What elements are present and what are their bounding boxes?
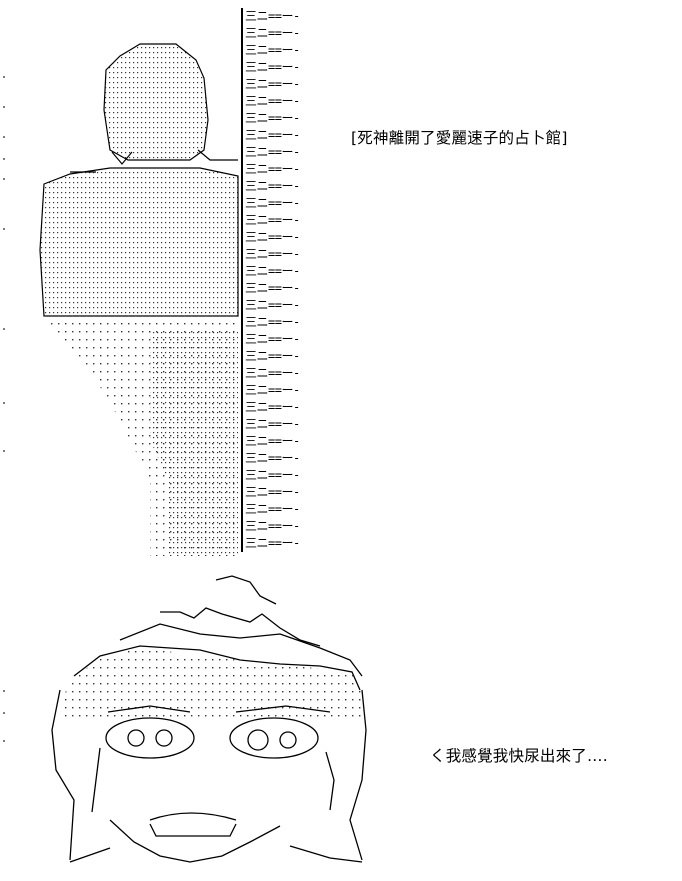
glyph-wall-line: 三ニ==ー‐ (241, 450, 311, 467)
margin-dot (3, 228, 5, 230)
glyph-wall-line: 三ニ==ー‐ (241, 518, 311, 535)
glyph-wall-line: 三ニ==ー‐ (241, 76, 311, 93)
glyph-wall-line: 三ニ==ー‐ (241, 93, 311, 110)
glyph-wall-line: 三ニ==ー‐ (241, 433, 311, 450)
glyph-wall-line: 三ニ==ー‐ (241, 331, 311, 348)
margin-dot (3, 328, 5, 330)
glyph-wall-line: 三ニ==ー‐ (241, 399, 311, 416)
glyph-wall-line: 三ニ==ー‐ (241, 314, 311, 331)
glyph-wall-line: 三ニ==ー‐ (241, 127, 311, 144)
glyph-wall-line: 三ニ==ー‐ (241, 416, 311, 433)
crying-face-figure-icon (51, 575, 367, 863)
glyph-wall-line: 三ニ==ー‐ (241, 297, 311, 314)
glyph-wall-line: 三ニ==ー‐ (241, 229, 311, 246)
glyph-wall-line: 三ニ==ー‐ (241, 212, 311, 229)
glyph-wall-line: 三ニ==ー‐ (241, 8, 311, 25)
glyph-wall: 三ニ==ー‐三ニ==ー‐三ニ==ー‐三ニ==ー‐三ニ==ー‐三ニ==ー‐三ニ==… (241, 8, 311, 552)
margin-dot (3, 402, 5, 404)
margin-dot (3, 178, 5, 180)
margin-dot (3, 740, 5, 742)
margin-dot (3, 712, 5, 714)
glyph-wall-line: 三ニ==ー‐ (241, 535, 311, 552)
glyph-wall-line: 三ニ==ー‐ (241, 467, 311, 484)
margin-dot (3, 136, 5, 138)
glyph-wall-line: 三ニ==ー‐ (241, 195, 311, 212)
glyph-wall-line: 三ニ==ー‐ (241, 484, 311, 501)
glyph-wall-line: 三ニ==ー‐ (241, 161, 311, 178)
caption-bottom: く我感覺我快尿出來了…. (430, 747, 608, 765)
margin-dot (3, 76, 5, 78)
hooded-figure-silhouette-icon (39, 43, 239, 556)
glyph-wall-line: 三ニ==ー‐ (241, 144, 311, 161)
margin-dot (3, 450, 5, 452)
glyph-wall-line: 三ニ==ー‐ (241, 382, 311, 399)
glyph-wall-line: 三ニ==ー‐ (241, 246, 311, 263)
margin-dot (3, 158, 5, 160)
glyph-wall-line: 三ニ==ー‐ (241, 501, 311, 518)
glyph-wall-line: 三ニ==ー‐ (241, 178, 311, 195)
glyph-wall-line: 三ニ==ー‐ (241, 263, 311, 280)
glyph-wall-line: 三ニ==ー‐ (241, 59, 311, 76)
margin-dot (3, 106, 5, 108)
glyph-wall-line: 三ニ==ー‐ (241, 365, 311, 382)
glyph-wall-line: 三ニ==ー‐ (241, 25, 311, 42)
margin-dots (3, 0, 9, 881)
glyph-wall-line: 三ニ==ー‐ (241, 348, 311, 365)
margin-dot (3, 690, 5, 692)
glyph-wall-line: 三ニ==ー‐ (241, 110, 311, 127)
glyph-wall-line: 三ニ==ー‐ (241, 280, 311, 297)
caption-top: [死神離開了愛麗速子的占卜館] (351, 129, 568, 147)
glyph-wall-line: 三ニ==ー‐ (241, 42, 311, 59)
